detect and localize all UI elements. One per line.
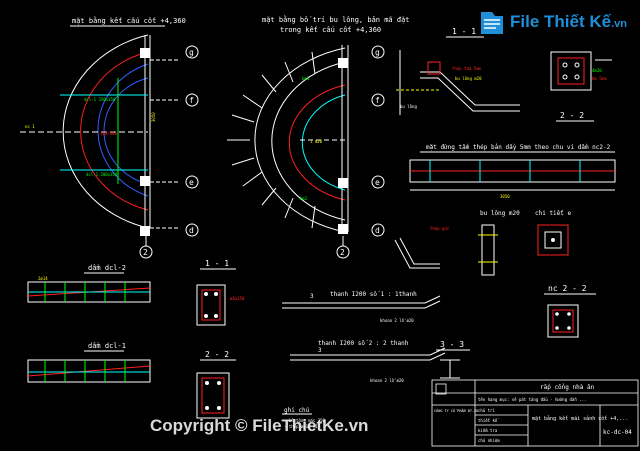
tb-r2: tên hạng mục: sê pát tăng đầu - hướng dẫ… <box>478 397 586 402</box>
svg-text:thép tấm 5mm: thép tấm 5mm <box>452 66 481 71</box>
detail-e-title: chi tiết e <box>535 210 572 217</box>
thanh2-title: thanh I200 số 2 : 2 thanh <box>318 340 409 347</box>
tb-row-0: chủ trì <box>478 408 495 413</box>
file-folder-icon <box>481 12 503 34</box>
thanh-i200-1: thanh I200 số 1 : 1thanh 3 khoan 2 lỗ ø2… <box>282 291 441 323</box>
grid-d-left: d <box>189 226 194 235</box>
nc2-2-title: nc 2 - 2 <box>548 284 587 293</box>
svg-text:thép góc: thép góc <box>430 226 450 231</box>
grid-2-right: 2 <box>340 248 345 257</box>
grid-e-right: e <box>375 178 380 187</box>
grid-d-right: d <box>375 226 380 235</box>
bolt-m20-detail: bu lông m20 thép góc <box>394 210 520 276</box>
tb-r1: rắp cổng nhà ăn <box>540 384 595 391</box>
sec-2-2-top-title: 2 - 2 <box>560 111 584 120</box>
plan-right-title-1: mặt bằng bố trí bu lông, bản mã đặt <box>262 15 410 24</box>
svg-text:2ø14: 2ø14 <box>38 276 48 281</box>
tb-r3: mặt bằng kết mái sảnh cốt +4,... <box>532 415 628 422</box>
svg-text:- thép ø≥10 AII: - thép ø≥10 AII <box>284 424 321 429</box>
svg-text:bm2: bm2 <box>300 196 308 201</box>
svg-text:4m20: 4m20 <box>592 68 602 73</box>
brand-logo[interactable]: File Thiết Kế.vn <box>478 6 638 44</box>
thanh2-mark: 3 <box>318 347 322 354</box>
tb-row-3: chủ nhiệm <box>478 438 500 443</box>
grid-f-left: f <box>189 96 194 105</box>
thanh1-title: thanh I200 số 1 : 1thanh <box>330 291 417 298</box>
ghichu-title: ghi chú <box>284 407 310 414</box>
svg-text:bu lông: bu lông <box>400 104 417 109</box>
title-block <box>431 379 639 447</box>
sec-1-1-mid-title: 1 - 1 <box>205 259 229 268</box>
svg-text:1 m20: 1 m20 <box>310 139 323 144</box>
svg-text:khoan 2 lỗ ø20: khoan 2 lỗ ø20 <box>370 378 404 383</box>
grid-g-right: g <box>375 48 380 57</box>
plan-right-title-2: trong kết cấu cốt +4,360 <box>280 26 381 34</box>
svg-text:dcl-1 200x350: dcl-1 200x350 <box>86 172 118 177</box>
bolt-title: bu lông m20 <box>480 210 520 217</box>
plan-right: mặt bằng bố trí bu lông, bản mã đặt tron… <box>227 15 410 259</box>
svg-text:200/300: 200/300 <box>100 131 117 136</box>
thanh-i200-2: thanh I200 số 2 : 2 thanh 3 khoan 2 lỗ ø… <box>290 340 446 383</box>
svg-text:bm1: bm1 <box>302 76 310 81</box>
section-1-1-mid: 1 - 1 ø6a150 <box>196 259 245 326</box>
grid-f-right: f <box>375 96 380 105</box>
svg-text:- bê tông mác 250: - bê tông mác 250 <box>284 418 326 423</box>
svg-text:nc 1: nc 1 <box>25 124 35 129</box>
logo-text: File Thiết Kế.vn <box>510 12 627 31</box>
tb-company: CÔNG TY CỔ PHẦN ĐT-XD <box>434 408 478 413</box>
tb-drawing-no: kc-dc-04 <box>603 429 632 436</box>
svg-text:khoan 2 lỗ ø20: khoan 2 lỗ ø20 <box>380 318 414 323</box>
grid-e-left: e <box>189 178 194 187</box>
beam-ne2-title: mặt đứng tấm thép bản dầy 5mm theo chu v… <box>426 144 611 151</box>
notes-block: ghi chú - bê tông mác 250 - thép ø≥10 AI… <box>282 407 326 429</box>
plan-left-title: mặt bằng kết cấu cốt +4,360 <box>72 16 186 25</box>
thanh1-mark: 3 <box>310 293 314 300</box>
section-3-3: 3 - 3 <box>436 340 470 379</box>
grid-2-left: 2 <box>143 248 148 257</box>
svg-text:3050: 3050 <box>151 112 156 122</box>
copyright-watermark: Copyright © FileThietKe.vn <box>150 416 369 435</box>
beam-dcl2: dầm dcl-2 2ø14 <box>27 264 151 303</box>
sec-1-1-top-title: 1 - 1 <box>452 27 476 36</box>
svg-text:bm 5mm: bm 5mm <box>592 76 607 81</box>
dcl1-title: dầm dcl-1 <box>88 342 126 350</box>
beam-elevation-nc2-2: mặt đứng tấm thép bản dầy 5mm theo chu v… <box>409 144 616 199</box>
grid-g-left: g <box>189 48 194 57</box>
tb-row-1: thiết kế <box>478 418 499 423</box>
svg-text:dcl-1 350x350: dcl-1 350x350 <box>84 97 116 102</box>
section-2-2-mid: 2 - 2 <box>196 350 236 419</box>
svg-text:ø6a150: ø6a150 <box>230 296 245 301</box>
detail-e: chi tiết e <box>535 210 572 256</box>
svg-text:3050: 3050 <box>500 194 510 199</box>
svg-text:bu lông m20: bu lông m20 <box>455 76 482 81</box>
sec-2-2-mid-title: 2 - 2 <box>205 350 229 359</box>
plan-left: mặt bằng kết cấu cốt +4,360 dcl-1 350x35… <box>20 16 199 259</box>
sec-3-3-title: 3 - 3 <box>440 340 464 349</box>
tb-row-2: kiểm tra <box>478 428 498 433</box>
section-1-1-top: 1 - 1 thép tấm 5mm bu lông m20 bu lông <box>396 27 520 115</box>
section-nc2-2: nc 2 - 2 <box>544 284 596 338</box>
section-2-2-top: 4m20 bm 5mm 2 - 2 <box>550 51 612 122</box>
dcl2-title: dầm dcl-2 <box>88 264 126 272</box>
beam-dcl1: dầm dcl-1 <box>27 342 151 383</box>
